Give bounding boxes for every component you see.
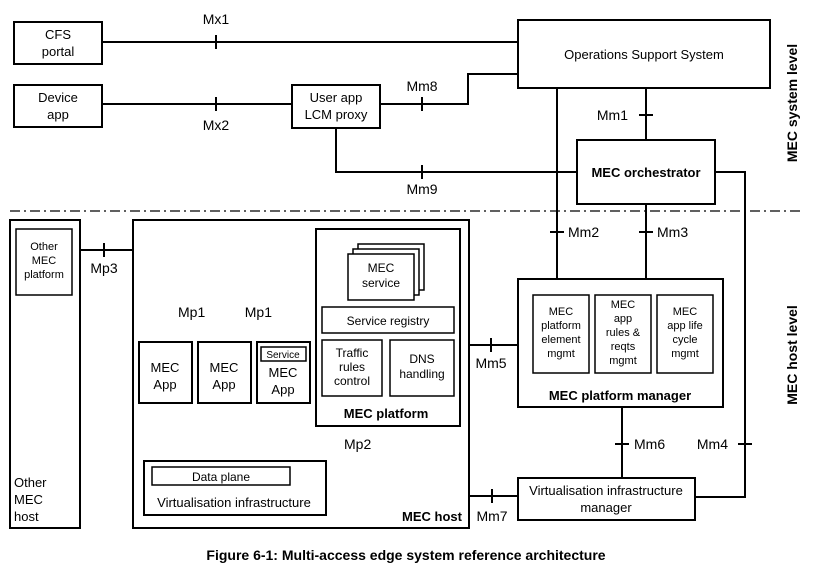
alc-line3: cycle (672, 334, 697, 346)
mec-app-box-1: MEC App (138, 341, 193, 404)
system-level-label: MEC system level (784, 44, 800, 162)
mec-app-2-line1: MEC (210, 360, 239, 375)
arr-line3: rules & (606, 327, 641, 339)
label-mx2: Mx2 (203, 117, 230, 133)
pem-line2: platform (541, 320, 581, 332)
traffic-rules-line2: rules (339, 360, 365, 374)
service-registry-box: Service registry (321, 306, 455, 334)
other-mec-platform-box: Other MEC platform (15, 228, 73, 296)
label-mm4: Mm4 (697, 436, 728, 452)
data-plane-box: Data plane (151, 466, 291, 486)
mec-service-stack: MEC service (347, 243, 425, 301)
other-mec-host-line2: MEC (14, 492, 43, 507)
figure-caption: Figure 6-1: Multi-access edge system ref… (206, 547, 605, 563)
mec-app-box-3: Service MEC App (256, 341, 311, 404)
label-mp3: Mp3 (90, 260, 117, 276)
alc-line2: app life (667, 320, 702, 332)
label-mm8: Mm8 (406, 78, 437, 94)
label-mm9: Mm9 (406, 181, 437, 197)
label-mp1-b: Mp1 (245, 304, 272, 320)
label-mp1-a: Mp1 (178, 304, 205, 320)
app-lifecycle-mgmt-box: MEC app life cycle mgmt (656, 294, 714, 374)
data-plane-label: Data plane (192, 470, 250, 484)
service-registry-label: Service registry (347, 314, 430, 328)
vim-box: Virtualisation infrastructure manager (517, 477, 696, 521)
link-mm9 (335, 128, 577, 173)
device-app-line2: app (47, 107, 69, 122)
app-rules-reqts-mgmt-box: MEC app rules & reqts mgmt (594, 294, 652, 374)
lcm-proxy-line2: LCM proxy (305, 107, 368, 122)
device-app-box: Device app (13, 84, 103, 128)
dns-handling-line2: handling (399, 367, 444, 381)
oss-box: Operations Support System (517, 19, 771, 89)
link-mm4 (695, 171, 746, 498)
other-mec-platform-line2: MEC (32, 255, 57, 267)
dns-handling-box: DNS handling (389, 339, 455, 397)
arr-line4: reqts (611, 341, 636, 353)
label-mm5: Mm5 (475, 355, 506, 371)
label-mx1: Mx1 (203, 11, 230, 27)
label-mm3: Mm3 (657, 224, 688, 240)
mec-host-label: MEC host (402, 509, 463, 524)
cfs-portal-line2: portal (42, 44, 75, 59)
arr-line2: app (614, 313, 632, 325)
reference-point-labels: Mx1 Mx2 Mm8 Mm1 Mm9 Mm2 Mm3 Mp3 Mp1 Mp1 … (90, 11, 728, 524)
platform-element-mgmt-box: MEC platform element mgmt (532, 294, 590, 374)
alc-line4: mgmt (671, 348, 699, 360)
traffic-rules-line1: Traffic (336, 346, 369, 360)
other-mec-platform-line1: Other (30, 241, 58, 253)
host-level-label: MEC host level (784, 305, 800, 405)
mec-app-1-line1: MEC (151, 360, 180, 375)
pem-line4: mgmt (547, 348, 575, 360)
mec-orchestrator-label: MEC orchestrator (591, 165, 700, 180)
mec-app-2-line2: App (212, 377, 235, 392)
mec-app-box-2: MEC App (197, 341, 252, 404)
label-mm2: Mm2 (568, 224, 599, 240)
mec-service-line2: service (362, 276, 400, 290)
link-mm8 (380, 73, 518, 105)
vim-line2: manager (580, 500, 632, 515)
other-mec-platform-line3: platform (24, 269, 64, 281)
traffic-rules-line3: control (334, 374, 370, 388)
pem-line1: MEC (549, 306, 574, 318)
user-app-lcm-proxy-box: User app LCM proxy (291, 84, 381, 129)
other-mec-host-line3: host (14, 509, 39, 524)
device-app-line1: Device (38, 90, 78, 105)
cfs-portal-box: CFS portal (13, 21, 103, 65)
label-mp2: Mp2 (344, 436, 371, 452)
mec-platform-manager-label: MEC platform manager (549, 388, 691, 403)
mec-app-3-line1: MEC (269, 365, 298, 380)
service-label: Service (266, 350, 300, 361)
mec-app-1-line2: App (153, 377, 176, 392)
mec-service-line1: MEC (368, 261, 395, 275)
arr-line1: MEC (611, 299, 636, 311)
mec-platform-label: MEC platform (344, 406, 429, 421)
label-mm1: Mm1 (597, 107, 628, 123)
cfs-portal-line1: CFS (45, 27, 71, 42)
oss-label: Operations Support System (564, 47, 724, 62)
pem-line3: element (541, 334, 580, 346)
vim-line1: Virtualisation infrastructure (529, 483, 683, 498)
dns-handling-line1: DNS (409, 352, 434, 366)
traffic-rules-control-box: Traffic rules control (321, 339, 383, 397)
alc-line1: MEC (673, 306, 698, 318)
mec-app-3-line2: App (271, 382, 294, 397)
label-mm7: Mm7 (476, 508, 507, 524)
label-mm6: Mm6 (634, 436, 665, 452)
lcm-proxy-line1: User app (310, 90, 363, 105)
vi-label: Virtualisation infrastructure (157, 495, 311, 510)
arr-line5: mgmt (609, 355, 637, 367)
other-mec-host-line1: Other (14, 475, 47, 490)
mec-orchestrator-box: MEC orchestrator (576, 139, 716, 205)
